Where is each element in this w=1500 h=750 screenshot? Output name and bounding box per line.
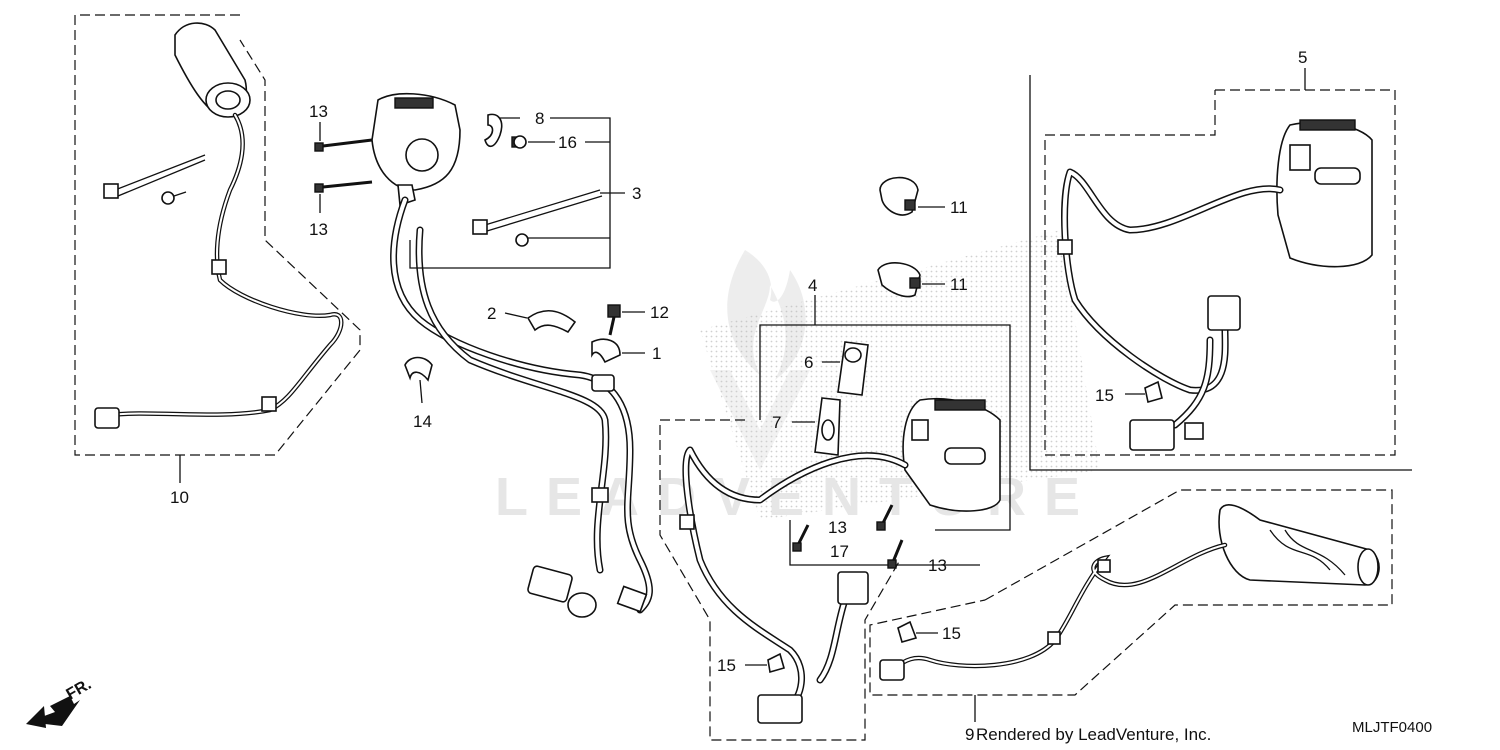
- credit-text: Rendered by LeadVenture, Inc.: [976, 725, 1211, 744]
- callout-7: 7: [772, 413, 781, 432]
- left-handlebar-switch: [371, 92, 461, 207]
- screw-13-center: [876, 504, 894, 531]
- callout-6: 6: [804, 353, 813, 372]
- callout-15-right: 15: [1095, 386, 1114, 405]
- clip-15-grip: [897, 620, 918, 643]
- group-9-boundary: [869, 489, 1393, 696]
- band-11-lower: [877, 262, 921, 298]
- callout-15-center: 15: [717, 656, 736, 675]
- callout-16: 16: [558, 133, 577, 152]
- callout-15-grip: 15: [942, 624, 961, 643]
- cover-7: [814, 397, 841, 456]
- callout-9: 9: [965, 725, 974, 744]
- right-handlebar-switch: [902, 397, 1001, 512]
- screw-13-upper: [314, 138, 373, 152]
- bolt-12: [607, 304, 621, 336]
- harness-connectors: [527, 374, 648, 618]
- screw-3: [515, 233, 610, 247]
- clip-15-center: [767, 652, 785, 674]
- callout-4: 4: [808, 276, 817, 295]
- callout-13-center: 13: [828, 518, 847, 537]
- right-connectors: [1057, 239, 1241, 451]
- callout-12: 12: [650, 303, 669, 322]
- left-clip-screw: [161, 191, 187, 205]
- callout-1: 1: [652, 344, 661, 363]
- right-switch-assy: [1276, 119, 1373, 268]
- clamp-8: [484, 113, 503, 148]
- right-grip-heater: [1218, 504, 1380, 586]
- left-cable-tie: [103, 154, 206, 199]
- callout-2: 2: [487, 304, 496, 323]
- callout-17: 17: [830, 542, 849, 561]
- group-8-bracket: [409, 117, 611, 269]
- callout-3: 3: [632, 184, 641, 203]
- callout-11-lower: 11: [950, 275, 968, 294]
- callout-13-right: 13: [928, 556, 947, 575]
- callout-14: 14: [413, 412, 432, 431]
- clamp-2: [526, 310, 577, 334]
- clip-15-right: [1144, 380, 1163, 404]
- watermark-flame-logo: [710, 250, 810, 470]
- screw-17: [792, 524, 810, 552]
- group-5-inner-boundary: [1044, 89, 1396, 456]
- diagram-code: MLJTF0400: [1352, 719, 1432, 736]
- band-11-upper: [879, 176, 919, 216]
- screw-13-right: [887, 539, 904, 569]
- left-grip-heater: [94, 22, 344, 429]
- group-4-boundary: [759, 324, 1011, 531]
- callout-13-upper: 13: [309, 102, 328, 121]
- callout-11-upper: 11: [950, 198, 968, 217]
- cover-6: [837, 341, 869, 396]
- center-connectors: [679, 514, 869, 724]
- group-5-boundary: [1029, 75, 1412, 471]
- callout-13-lower: 13: [309, 220, 328, 239]
- callout-8: 8: [535, 109, 544, 128]
- cable-tie-3: [472, 189, 603, 235]
- clip-14: [404, 356, 433, 382]
- grip-connectors: [879, 559, 1111, 681]
- callout-10: 10: [170, 488, 189, 507]
- screw-13-lower: [314, 180, 373, 193]
- front-arrow-icon: [26, 696, 80, 728]
- callout-5: 5: [1298, 48, 1307, 67]
- bolt-16: [511, 135, 527, 149]
- clamp-1: [591, 338, 621, 364]
